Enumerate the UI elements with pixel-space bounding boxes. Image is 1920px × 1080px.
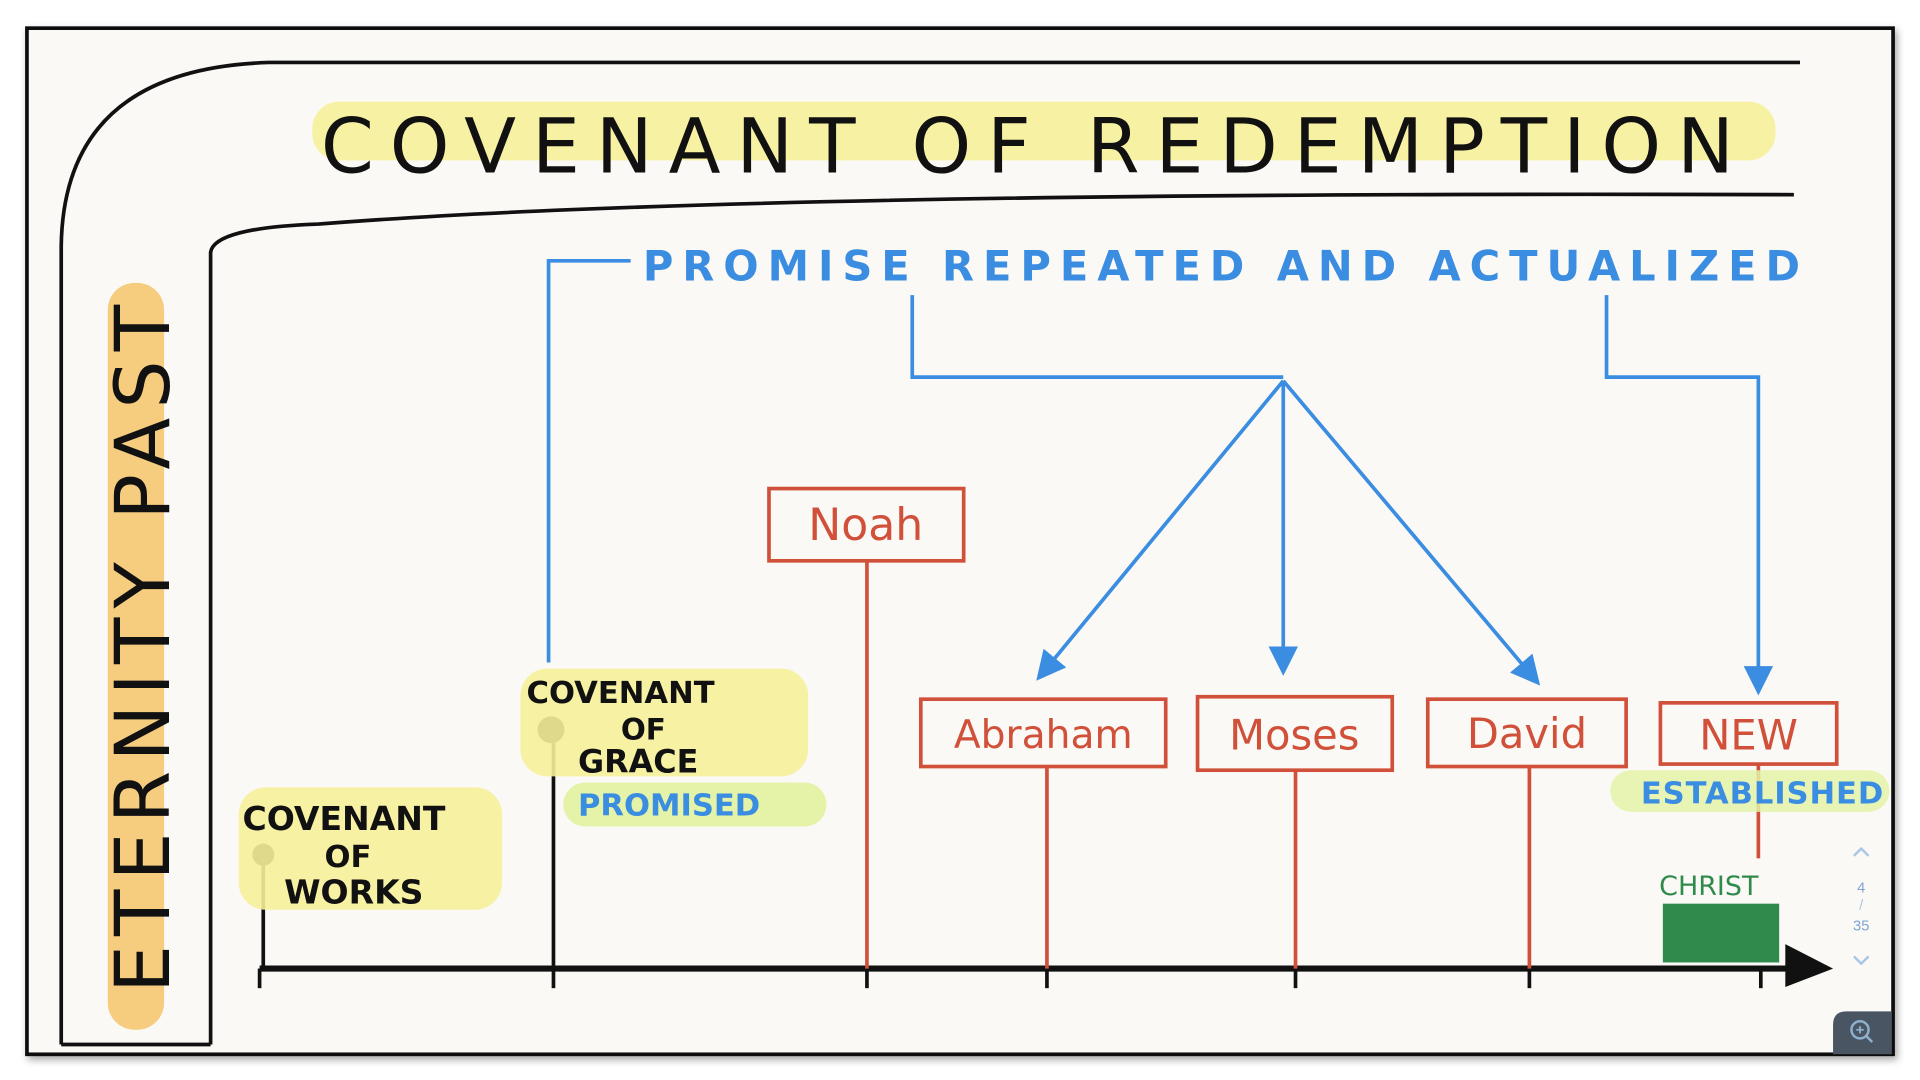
page-separator: / xyxy=(1859,898,1864,914)
event-label: Moses xyxy=(1229,710,1359,759)
event-label: David xyxy=(1467,709,1587,758)
page-title: COVENANT OF REDEMPTION xyxy=(321,103,1741,191)
eternity-past-label: ETERNITY PAST xyxy=(99,295,187,993)
next-slide-button[interactable] xyxy=(1853,955,1870,966)
event-label: NEW xyxy=(1699,710,1798,759)
event-new: NEW xyxy=(1658,701,1839,859)
works-line-1: COVENANT xyxy=(242,799,445,838)
event-moses: Moses xyxy=(1195,694,1395,969)
grace-highlight xyxy=(520,668,809,777)
zoom-in-icon[interactable] xyxy=(1850,1020,1874,1043)
grace-line-1: COVENANT xyxy=(527,676,715,711)
timeline-arrowhead xyxy=(1785,944,1834,987)
christ-label: CHRIST xyxy=(1659,871,1759,902)
timeline-ticks xyxy=(257,968,1763,989)
works-line-3: WORKS xyxy=(284,873,423,912)
arrow-to-david xyxy=(1281,379,1541,686)
christ-block xyxy=(1662,903,1780,963)
promised-highlight xyxy=(563,782,827,827)
title-highlight xyxy=(312,101,1776,161)
promise-connector-grace xyxy=(546,258,631,663)
arrow-to-abraham xyxy=(1036,379,1285,681)
eternity-highlight xyxy=(107,282,165,1030)
page-current: 4 xyxy=(1857,881,1865,897)
promise-connector-patriarchs xyxy=(910,295,1284,379)
grace-line-2: OF xyxy=(621,713,666,747)
arrow-to-new xyxy=(1604,295,1774,696)
established-highlight xyxy=(1610,770,1890,812)
prev-slide-button[interactable] xyxy=(1853,846,1870,857)
event-abraham: Abraham xyxy=(918,697,1168,969)
grace-line-3: GRACE xyxy=(578,743,698,781)
event-label: Noah xyxy=(808,500,923,551)
chevron-down-icon[interactable] xyxy=(1853,955,1870,966)
page-total: 35 xyxy=(1853,919,1869,935)
inner-border-curve xyxy=(208,192,1794,1045)
new-status: ESTABLISHED xyxy=(1641,776,1883,811)
grace-status: PROMISED xyxy=(578,789,760,824)
event-david: David xyxy=(1425,697,1628,969)
zoom-button[interactable] xyxy=(1833,1011,1892,1055)
event-label: Abraham xyxy=(954,713,1133,758)
works-line-2: OF xyxy=(324,840,371,875)
event-noah: Noah xyxy=(767,486,966,969)
chevron-up-icon[interactable] xyxy=(1853,846,1870,857)
works-highlight xyxy=(238,787,503,910)
outer-border-curve xyxy=(59,60,1800,1045)
